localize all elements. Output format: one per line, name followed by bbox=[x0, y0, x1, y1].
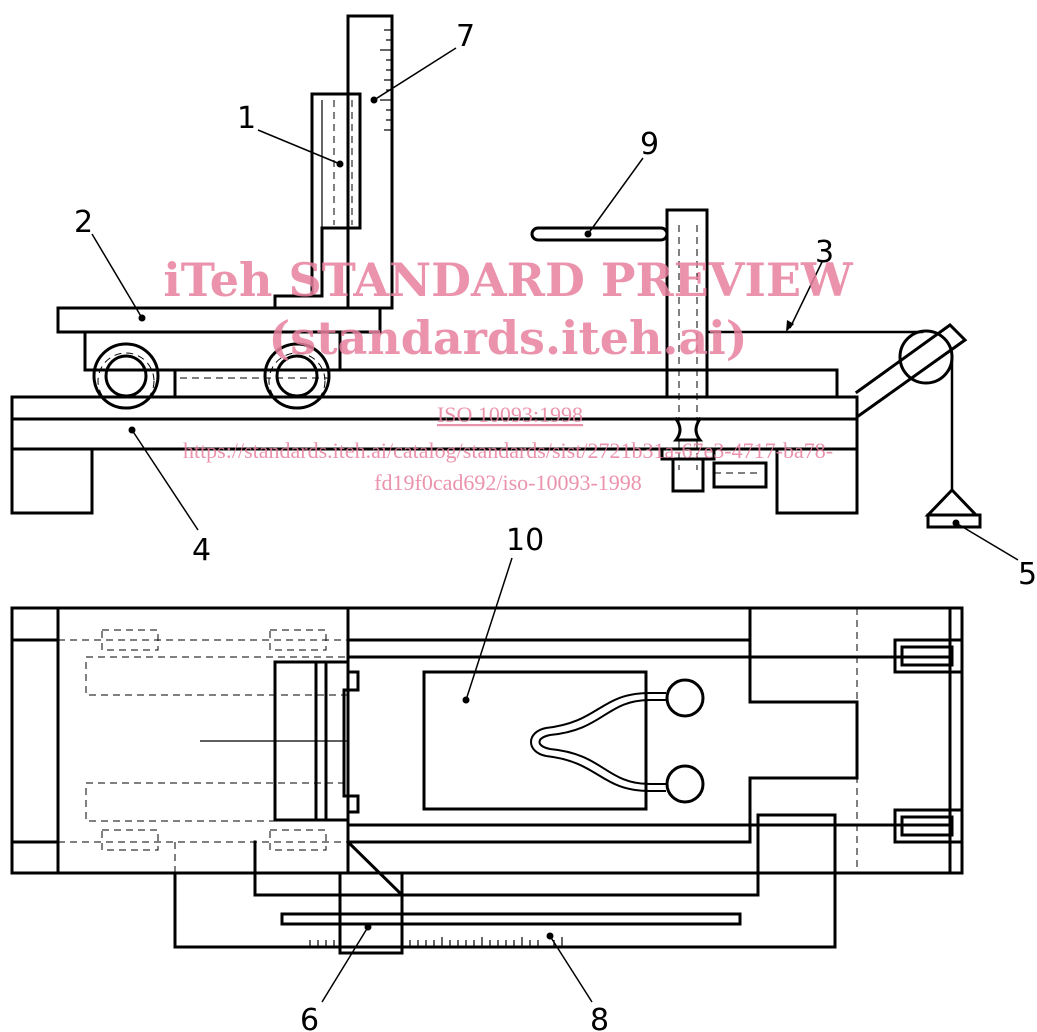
scale-bar bbox=[280, 912, 742, 926]
callout-4: 4 bbox=[192, 533, 211, 568]
holder-post bbox=[665, 208, 709, 399]
specimen-ring-bottom bbox=[665, 764, 705, 804]
watermark-line-5: fd19f0cad692/iso-10093-1998 bbox=[374, 470, 642, 495]
wheel-right-hidden bbox=[268, 352, 326, 410]
clamp-neck bbox=[672, 416, 704, 442]
scale-ticks bbox=[380, 29, 392, 131]
plan-outline bbox=[10, 606, 964, 875]
side-view bbox=[10, 14, 982, 529]
holder-arm bbox=[530, 226, 669, 242]
wheel-right-outer bbox=[263, 342, 331, 410]
base-bed-top bbox=[10, 395, 859, 421]
callouts: 1 2 3 4 5 6 7 8 9 10 bbox=[74, 19, 1037, 1032]
callout-1: 1 bbox=[237, 101, 256, 136]
callout-10: 10 bbox=[506, 523, 544, 558]
slide-frame bbox=[173, 813, 837, 949]
watermark: iTeh STANDARD PREVIEW (standards.iteh.ai… bbox=[163, 253, 854, 495]
wheel-left-hidden bbox=[97, 352, 155, 410]
watermark-line-1: iTeh STANDARD PREVIEW bbox=[163, 253, 854, 307]
callout-8: 8 bbox=[590, 1003, 609, 1032]
base-bed-lower bbox=[10, 417, 859, 451]
callout-2: 2 bbox=[74, 205, 93, 240]
watermark-line-2: (standards.iteh.ai) bbox=[269, 311, 748, 365]
leaders bbox=[91, 47, 1019, 1003]
specimen-loop-inner bbox=[538, 699, 666, 785]
callout-7: 7 bbox=[456, 19, 475, 54]
specimen-ring-top bbox=[665, 678, 705, 718]
scale-column bbox=[346, 14, 394, 310]
clamp-nut bbox=[671, 457, 705, 493]
slider-hook bbox=[342, 670, 360, 814]
clamp-block bbox=[712, 461, 768, 489]
wheel-right-inner bbox=[275, 354, 319, 398]
right-clamp-bottom bbox=[893, 808, 964, 844]
watermark-line-4: https://standards.iteh.ai/catalog/standa… bbox=[183, 438, 833, 463]
specimen-loop-outer bbox=[530, 692, 666, 792]
specimen-plate bbox=[422, 670, 648, 811]
base-leg-left bbox=[10, 447, 94, 515]
hidden-wheels bbox=[58, 608, 858, 873]
slide-block bbox=[338, 871, 404, 955]
right-clamp-top bbox=[893, 638, 964, 674]
plan-view bbox=[10, 606, 964, 955]
weight-pan-cone bbox=[924, 487, 980, 517]
wheel-left-outer bbox=[92, 342, 160, 410]
callout-6: 6 bbox=[300, 1003, 319, 1032]
callout-9: 9 bbox=[640, 127, 659, 162]
column-bracket bbox=[273, 92, 362, 310]
rail-strip bbox=[173, 368, 839, 399]
carriage-plate bbox=[56, 306, 382, 334]
carriage-body bbox=[83, 330, 342, 372]
watermark-line-3: ISO 10093:1998 bbox=[437, 402, 583, 427]
wheel-left-inner bbox=[104, 354, 148, 398]
callout-3: 3 bbox=[815, 235, 834, 270]
weight-pan-base bbox=[926, 513, 982, 529]
callout-5: 5 bbox=[1018, 557, 1037, 592]
pulley-arm bbox=[854, 323, 968, 420]
base-leg-right bbox=[775, 447, 859, 515]
